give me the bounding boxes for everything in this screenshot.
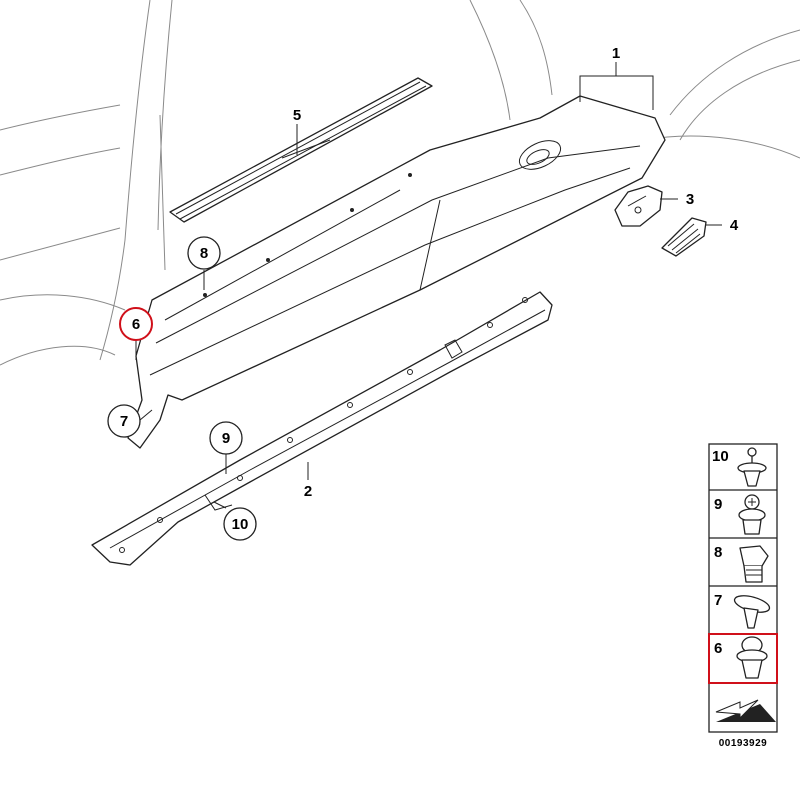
callout-7-circle[interactable]: 7: [107, 404, 141, 438]
callout-4[interactable]: 4: [730, 217, 739, 234]
arrow-icon: [716, 704, 776, 722]
bracket-part-3[interactable]: [614, 185, 663, 227]
grille-insert-part-4[interactable]: [661, 217, 707, 257]
callout-1[interactable]: 1: [612, 45, 620, 62]
trim-clip-icon: [733, 595, 771, 629]
legend-label-6: 6: [714, 640, 722, 657]
expanding-rivet-icon: [736, 636, 768, 679]
callout-2[interactable]: 2: [304, 483, 312, 500]
support-rail-part-2[interactable]: [91, 291, 553, 566]
callout-10: 10: [232, 516, 249, 533]
legend-row-10[interactable]: 10: [712, 447, 767, 487]
callout-6: 6: [132, 316, 140, 333]
callout-8: 8: [200, 245, 208, 262]
car-body-outline: [0, 0, 800, 366]
clip-nut-icon: [739, 545, 769, 583]
legend-row-8[interactable]: 8: [714, 544, 769, 583]
callout-3[interactable]: 3: [686, 191, 694, 208]
legend-label-10: 10: [712, 448, 729, 465]
callout-9: 9: [222, 430, 230, 447]
legend-label-7: 7: [714, 592, 722, 609]
callout-10-circle[interactable]: 10: [223, 507, 257, 541]
legend-footer-arrow: [715, 699, 776, 722]
trim-strip-part-5[interactable]: [169, 77, 433, 223]
screw-clip-icon: [738, 494, 766, 535]
diagram-code: 00193929: [719, 738, 768, 749]
legend-row-6-highlighted[interactable]: 6: [708, 633, 778, 684]
callout-7: 7: [120, 413, 128, 430]
push-pin-icon: [737, 447, 767, 487]
callout-5[interactable]: 5: [293, 107, 301, 124]
leader-lines: [135, 62, 722, 509]
fastener-legend: [708, 443, 778, 733]
legend-row-9[interactable]: 9: [714, 494, 766, 535]
callout-6-circle-highlighted[interactable]: 6: [119, 307, 153, 341]
legend-label-9: 9: [714, 496, 722, 513]
callout-8-circle[interactable]: 8: [187, 236, 221, 270]
legend-label-8: 8: [714, 544, 722, 561]
side-skirt-part-1[interactable]: [127, 95, 666, 449]
legend-row-7[interactable]: 7: [714, 592, 771, 629]
callout-9-circle[interactable]: 9: [209, 421, 243, 455]
